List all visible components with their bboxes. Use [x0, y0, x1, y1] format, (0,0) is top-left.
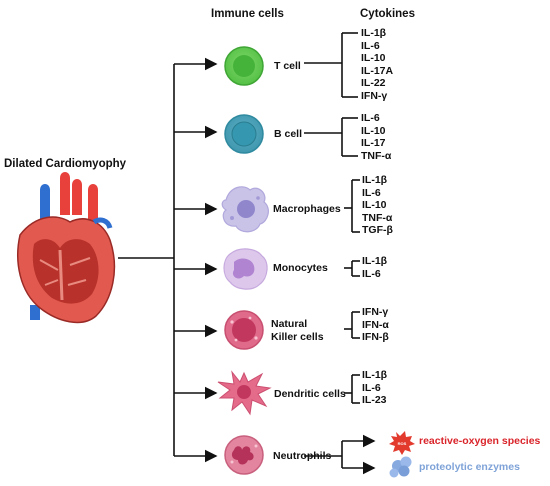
b-cell-label: B cell [274, 128, 303, 140]
cytokine-item: IL-22 [361, 77, 386, 90]
cytokine-item: IL-1β [361, 27, 387, 39]
cytokine-item: TNF-α [362, 211, 393, 224]
disease-title: Dilated Cardiomyophy [4, 158, 127, 170]
cytokine-item: TNF-α [361, 149, 392, 162]
neutrophil-icon [224, 435, 264, 475]
cytokine-item: IFN-α [362, 318, 389, 331]
ros-label: reactive-oxygen species [419, 435, 541, 447]
cytokine-item: IL-6 [361, 112, 380, 124]
immune-cells-header: Immune cells [211, 8, 284, 20]
cytokine-item: IL-6 [361, 39, 380, 52]
cytokine-item: IL-17 [361, 137, 386, 150]
ros-burst-icon: ROS [389, 431, 415, 455]
cytokine-item: IL-10 [361, 124, 386, 137]
connector-lines [118, 32, 360, 468]
dendritic-cell-cytokines: IL-1β IL-6 IL-23 [362, 369, 387, 407]
t-cell-label: T cell [274, 60, 301, 72]
cytokine-item: IL-10 [362, 199, 387, 212]
ros-badge-text: ROS [398, 441, 407, 446]
cytokine-item: IL-23 [362, 394, 387, 407]
dendritic-cell-icon [217, 370, 272, 416]
cytokine-item: IL-6 [362, 381, 381, 394]
cytokine-item: IL-1β [362, 174, 388, 186]
cytokine-item: IL-6 [362, 267, 381, 280]
nk-label-line-2: Killer cells [271, 331, 324, 343]
cytokine-item: TGF-β [362, 224, 393, 237]
cytokine-item: IFN-β [362, 331, 389, 344]
enzymes-cluster-icon [389, 456, 412, 478]
b-cell-cytokines: IL-6 IL-10 IL-17 TNF-α [361, 112, 391, 162]
neutrophils-label: Neutrophils [273, 450, 332, 462]
monocytes-label: Monocytes [273, 262, 328, 274]
cytokine-item: IL-10 [361, 52, 386, 65]
macrophage-cytokines: IL-1β IL-6 IL-10 TNF-α TGF-β [362, 174, 393, 237]
cytokine-item: IL-6 [362, 186, 381, 199]
nk-label-line-1: Natural [271, 318, 308, 330]
cytokine-item: IL-1β [362, 369, 388, 381]
natural-killer-cells-label: Natural Killer cells [271, 318, 324, 344]
t-cell-cytokines: IL-1β IL-6 IL-10 IL-17A IL-22 IFN-γ [361, 27, 393, 103]
cytokine-item: IL-17A [361, 64, 394, 77]
monocyte-icon [223, 248, 268, 290]
cytokine-item: IFN-γ [362, 306, 389, 318]
dendritic-cells-label: Dendritic cells [274, 388, 346, 400]
cytokine-item: IL-1β [362, 255, 388, 267]
cytokines-header: Cytokines [360, 8, 415, 20]
cytokine-item: IFN-γ [361, 89, 388, 102]
t-cell-icon [224, 46, 264, 86]
heart-illustration [17, 172, 116, 324]
proteolytic-enzymes-label: proteolytic enzymes [419, 461, 520, 473]
monocyte-cytokines: IL-1β IL-6 [362, 255, 387, 280]
b-cell-icon [224, 114, 264, 154]
natural-killer-cell-icon [224, 310, 264, 350]
macrophages-label: Macrophages [273, 203, 341, 215]
macrophage-icon [221, 186, 269, 233]
nk-cell-cytokines: IFN-γ IFN-α IFN-β [362, 306, 389, 344]
